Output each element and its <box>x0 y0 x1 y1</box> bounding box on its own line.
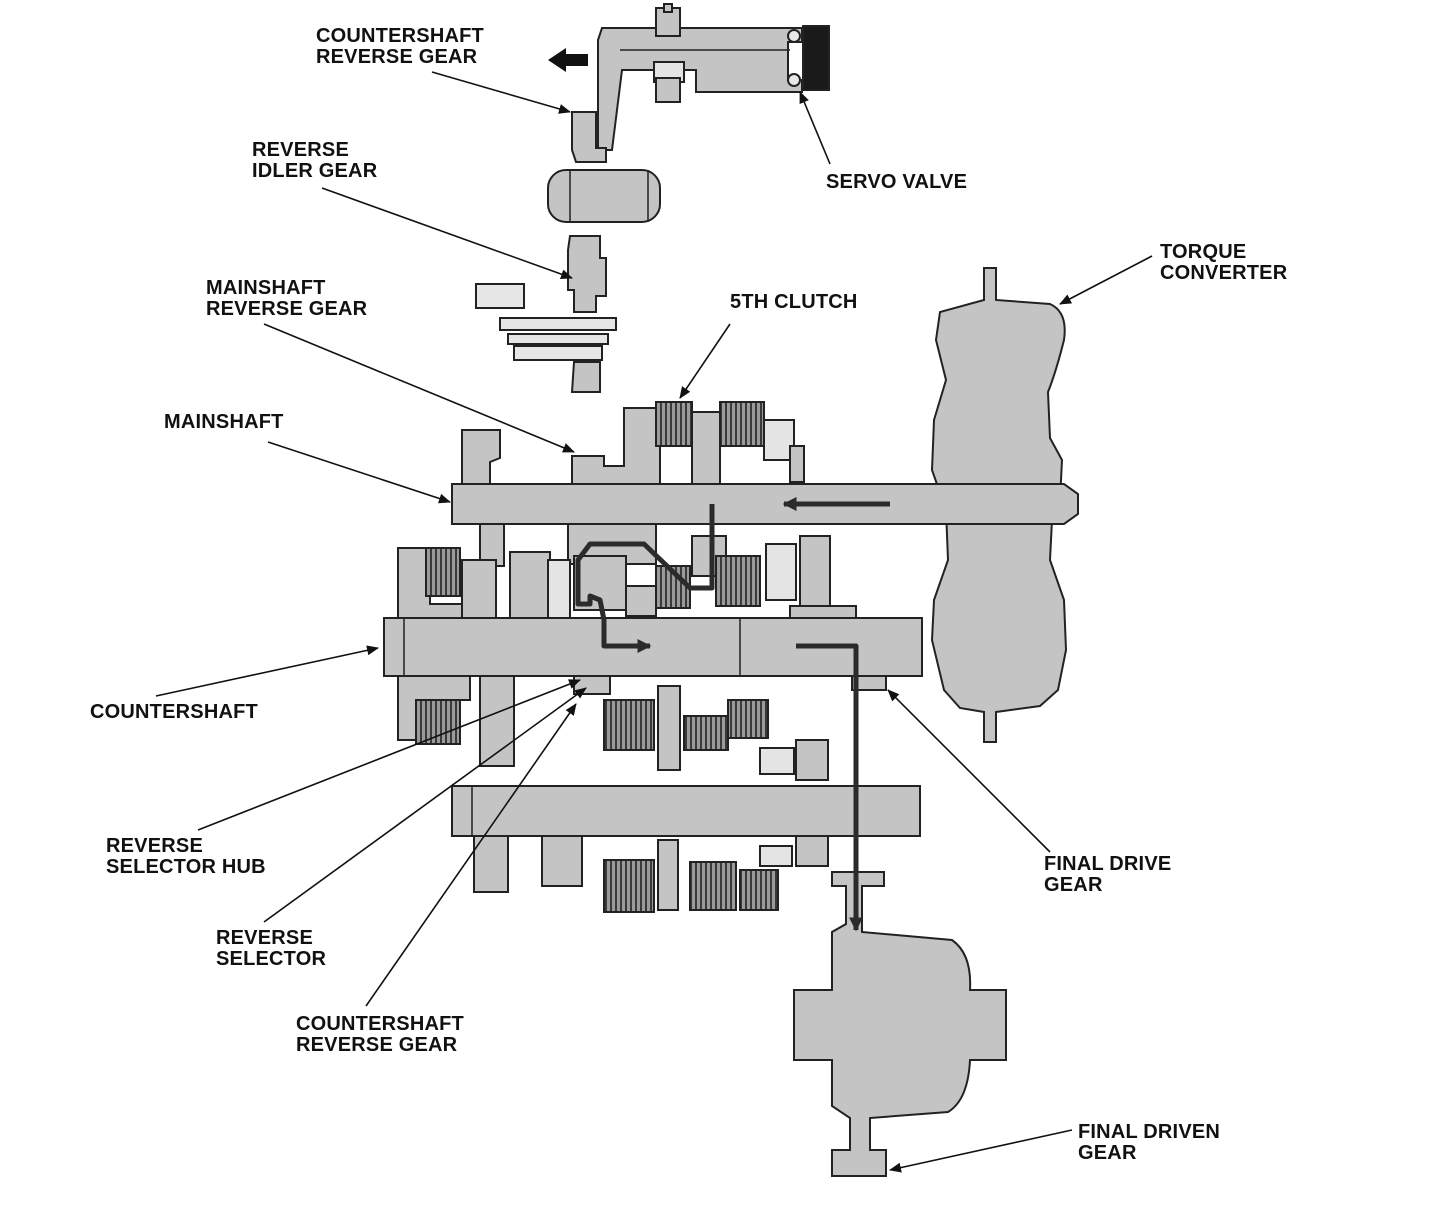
label-line: TORQUE <box>1160 241 1247 263</box>
label-line: COUNTERSHAFT <box>316 25 484 47</box>
leader-mainshaft <box>267 441 451 504</box>
label-line: REVERSE GEAR <box>206 298 368 320</box>
label-line: 5TH CLUTCH <box>730 291 858 313</box>
final-drive-gear <box>851 675 887 691</box>
label-reverse-idler-gear: REVERSE IDLER GEAR <box>252 140 377 182</box>
label-line: GEAR <box>1044 874 1103 896</box>
reverse-idler-shaft <box>547 169 661 223</box>
leader-countershaft-reverse-gear-bottom <box>365 703 577 1007</box>
label-countershaft-reverse-gear-bottom: COUNTERSHAFT REVERSE GEAR <box>296 1014 464 1056</box>
leader-mainshaft-reverse-gear <box>263 323 575 453</box>
leader-lines <box>155 71 1153 1173</box>
fifth-clutch-pack <box>655 401 693 447</box>
label-fifth-clutch: 5TH CLUTCH <box>730 292 858 313</box>
label-line: SERVO VALVE <box>826 171 968 193</box>
label-line: COUNTERSHAFT <box>296 1013 464 1035</box>
label-line: IDLER GEAR <box>252 160 378 182</box>
reverse-selector-hub <box>573 675 611 695</box>
label-line: FINAL DRIVEN <box>1078 1121 1221 1143</box>
label-countershaft: COUNTERSHAFT <box>90 702 258 723</box>
leader-reverse-selector <box>263 687 587 923</box>
label-reverse-selector-hub: REVERSE SELECTOR HUB <box>106 836 266 878</box>
gear-train <box>383 401 1079 913</box>
label-final-driven-gear: FINAL DRIVEN GEAR <box>1078 1122 1220 1164</box>
leader-fifth-clutch <box>679 323 731 399</box>
power-flow-path <box>575 497 890 932</box>
label-line: COUNTERSHAFT <box>90 701 258 723</box>
label-line: SELECTOR HUB <box>106 856 266 878</box>
label-line: MAINSHAFT <box>164 411 284 433</box>
leader-countershaft-reverse-gear-top <box>431 71 571 114</box>
label-line: CONVERTER <box>1160 262 1288 284</box>
leader-reverse-idler-gear <box>321 187 573 279</box>
leader-final-drive-gear <box>887 689 1051 853</box>
label-countershaft-reverse-gear-top: COUNTERSHAFT REVERSE GEAR <box>316 26 484 68</box>
label-line: REVERSE GEAR <box>296 1034 458 1056</box>
leader-reverse-selector-hub <box>197 679 581 831</box>
label-line: REVERSE <box>216 927 313 949</box>
mainshaft <box>451 483 1079 525</box>
label-torque-converter: TORQUE CONVERTER <box>1160 242 1287 284</box>
leader-torque-converter <box>1059 255 1153 305</box>
label-mainshaft: MAINSHAFT <box>164 412 284 433</box>
label-servo-valve: SERVO VALVE <box>826 172 967 193</box>
left-arrow-icon <box>548 48 588 72</box>
servo-valve-body <box>597 27 803 151</box>
servo-valve-piston <box>802 25 830 91</box>
label-line: SELECTOR <box>216 948 327 970</box>
label-mainshaft-reverse-gear: MAINSHAFT REVERSE GEAR <box>206 278 367 320</box>
leader-final-driven-gear <box>889 1129 1073 1173</box>
leader-countershaft <box>155 645 379 697</box>
label-final-drive-gear: FINAL DRIVE GEAR <box>1044 854 1171 896</box>
reverse-idler-assembly <box>475 3 830 393</box>
reverse-idler-gear <box>567 235 607 313</box>
label-line: FINAL DRIVE <box>1044 853 1172 875</box>
leader-servo-valve <box>799 91 831 165</box>
label-line: REVERSE <box>252 139 349 161</box>
label-line: GEAR <box>1078 1142 1137 1164</box>
label-reverse-selector: REVERSE SELECTOR <box>216 928 326 970</box>
label-line: REVERSE GEAR <box>316 46 478 68</box>
shift-fork <box>571 111 607 163</box>
label-line: MAINSHAFT <box>206 277 326 299</box>
secondary-shaft <box>451 785 921 837</box>
label-line: REVERSE <box>106 835 203 857</box>
differential <box>793 871 1007 1177</box>
